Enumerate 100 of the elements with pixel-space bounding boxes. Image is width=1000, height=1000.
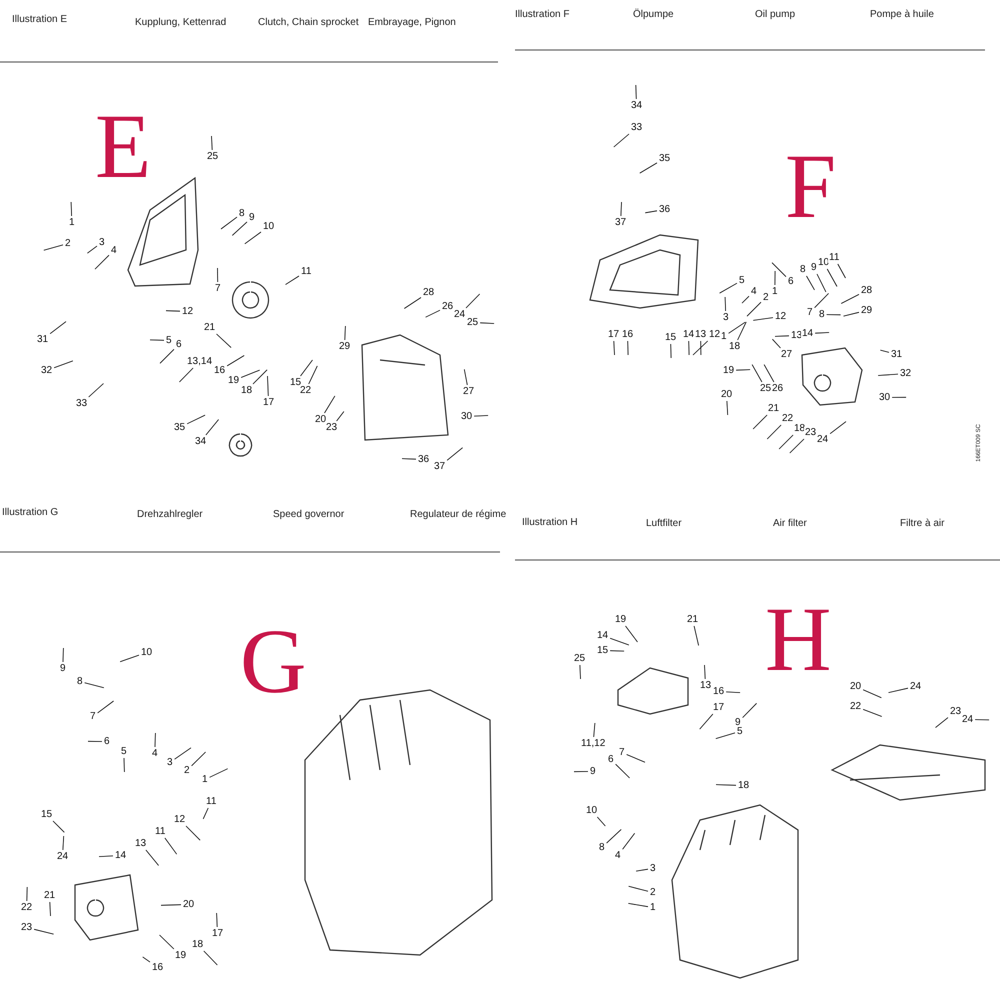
leader-line — [610, 638, 630, 646]
callout-number: 13,14 — [186, 356, 214, 367]
leader-line — [716, 784, 736, 786]
leader-line — [620, 202, 622, 216]
callout-number: 29 — [338, 341, 352, 352]
callout-number: 11 — [205, 796, 218, 807]
leader-line — [719, 282, 738, 294]
leader-line — [742, 296, 750, 304]
leader-line — [613, 134, 630, 148]
callout-number: 23 — [949, 706, 962, 717]
callout-number: 20 — [849, 681, 862, 692]
leader-line — [94, 254, 110, 270]
leader-line — [217, 268, 218, 282]
callout-number: 7 — [214, 283, 222, 294]
panel-title: Ölpumpe — [633, 9, 674, 20]
leader-line — [211, 136, 213, 150]
leader-line — [726, 692, 740, 693]
callout-number: 32 — [40, 365, 54, 376]
leader-line — [216, 912, 218, 928]
leader-line — [474, 415, 488, 416]
callout-number: 18 — [240, 385, 254, 396]
callout-number: 9 — [59, 663, 67, 674]
leader-line — [464, 368, 468, 386]
leader-line — [84, 682, 104, 688]
callout-number: 10 — [140, 647, 154, 658]
leader-line — [814, 332, 830, 334]
leader-line — [49, 902, 51, 916]
leader-line — [888, 688, 908, 693]
callout-number: 6 — [175, 339, 183, 350]
leader-line — [87, 246, 98, 254]
callout-number: 7 — [89, 711, 97, 722]
leader-line — [726, 400, 728, 416]
callout-number: 31 — [890, 349, 904, 360]
callout-number: 22 — [299, 385, 312, 396]
leader-line — [98, 856, 114, 857]
callout-number: 24 — [816, 434, 830, 445]
leader-line — [892, 396, 906, 398]
callout-number: 4 — [110, 245, 118, 256]
callout-number: 12 — [708, 329, 722, 340]
leader-line — [402, 458, 416, 460]
callout-number: 21 — [203, 322, 216, 333]
callout-number: 17 — [607, 329, 620, 340]
leader-line — [206, 419, 219, 436]
callout-number: 36 — [417, 454, 430, 465]
callout-number: 20 — [314, 414, 328, 425]
leader-line — [728, 322, 746, 334]
panel-title: Drehzahlregler — [137, 509, 203, 520]
callout-number: 15 — [664, 332, 678, 343]
leader-line — [344, 326, 346, 340]
leader-line — [862, 689, 882, 698]
panel-title: Luftfilter — [646, 518, 682, 529]
leader-line — [626, 754, 646, 763]
callout-number: 37 — [433, 461, 446, 472]
panel-heading: G — [240, 615, 306, 707]
leader-line — [425, 310, 440, 318]
leader-line — [186, 826, 200, 841]
leader-line — [216, 334, 232, 348]
callout-number: 18 — [728, 341, 742, 352]
callout-number: 6 — [787, 276, 795, 287]
panel-title: Illustration H — [522, 517, 578, 528]
leader-line — [308, 366, 318, 384]
leader-line — [203, 950, 218, 966]
leader-line — [613, 340, 615, 356]
callout-number: 28 — [422, 287, 436, 298]
callout-number: 7 — [618, 747, 626, 758]
leader-line — [54, 360, 74, 368]
callout-number: 17 — [712, 702, 726, 713]
callout-number: 26 — [771, 383, 784, 394]
callout-number: 2 — [649, 887, 657, 898]
callout-number: 32 — [899, 368, 912, 379]
leader-line — [610, 650, 624, 652]
callout-number: 19 — [174, 950, 188, 961]
panel-letter: F — [785, 140, 836, 232]
leader-line — [62, 836, 64, 850]
leader-line — [252, 369, 268, 384]
callout-number: 1 — [201, 774, 209, 785]
callout-number: 24 — [453, 309, 466, 320]
callout-number: 34 — [630, 100, 644, 111]
leader-line — [625, 626, 638, 642]
callout-number: 1 — [68, 217, 76, 228]
leader-line — [159, 934, 174, 950]
leader-line — [43, 244, 64, 251]
leader-line — [593, 722, 596, 738]
leader-line — [878, 374, 898, 376]
leader-line — [628, 886, 648, 892]
leader-line — [772, 262, 786, 278]
leader-line — [164, 838, 178, 855]
callout-number: 33 — [630, 122, 644, 133]
leader-line — [70, 202, 72, 216]
callout-number: 29 — [860, 305, 874, 316]
callout-number: 28 — [860, 285, 874, 296]
leader-line — [186, 414, 206, 424]
panel-title: Oil pump — [755, 9, 796, 20]
leader-line — [688, 340, 690, 356]
leader-line — [635, 84, 637, 100]
leader-line — [580, 664, 581, 680]
callout-number: 3 — [166, 757, 174, 768]
callout-number: 6 — [607, 754, 615, 765]
leader-line — [816, 274, 826, 292]
callout-number: 14 — [114, 850, 128, 861]
